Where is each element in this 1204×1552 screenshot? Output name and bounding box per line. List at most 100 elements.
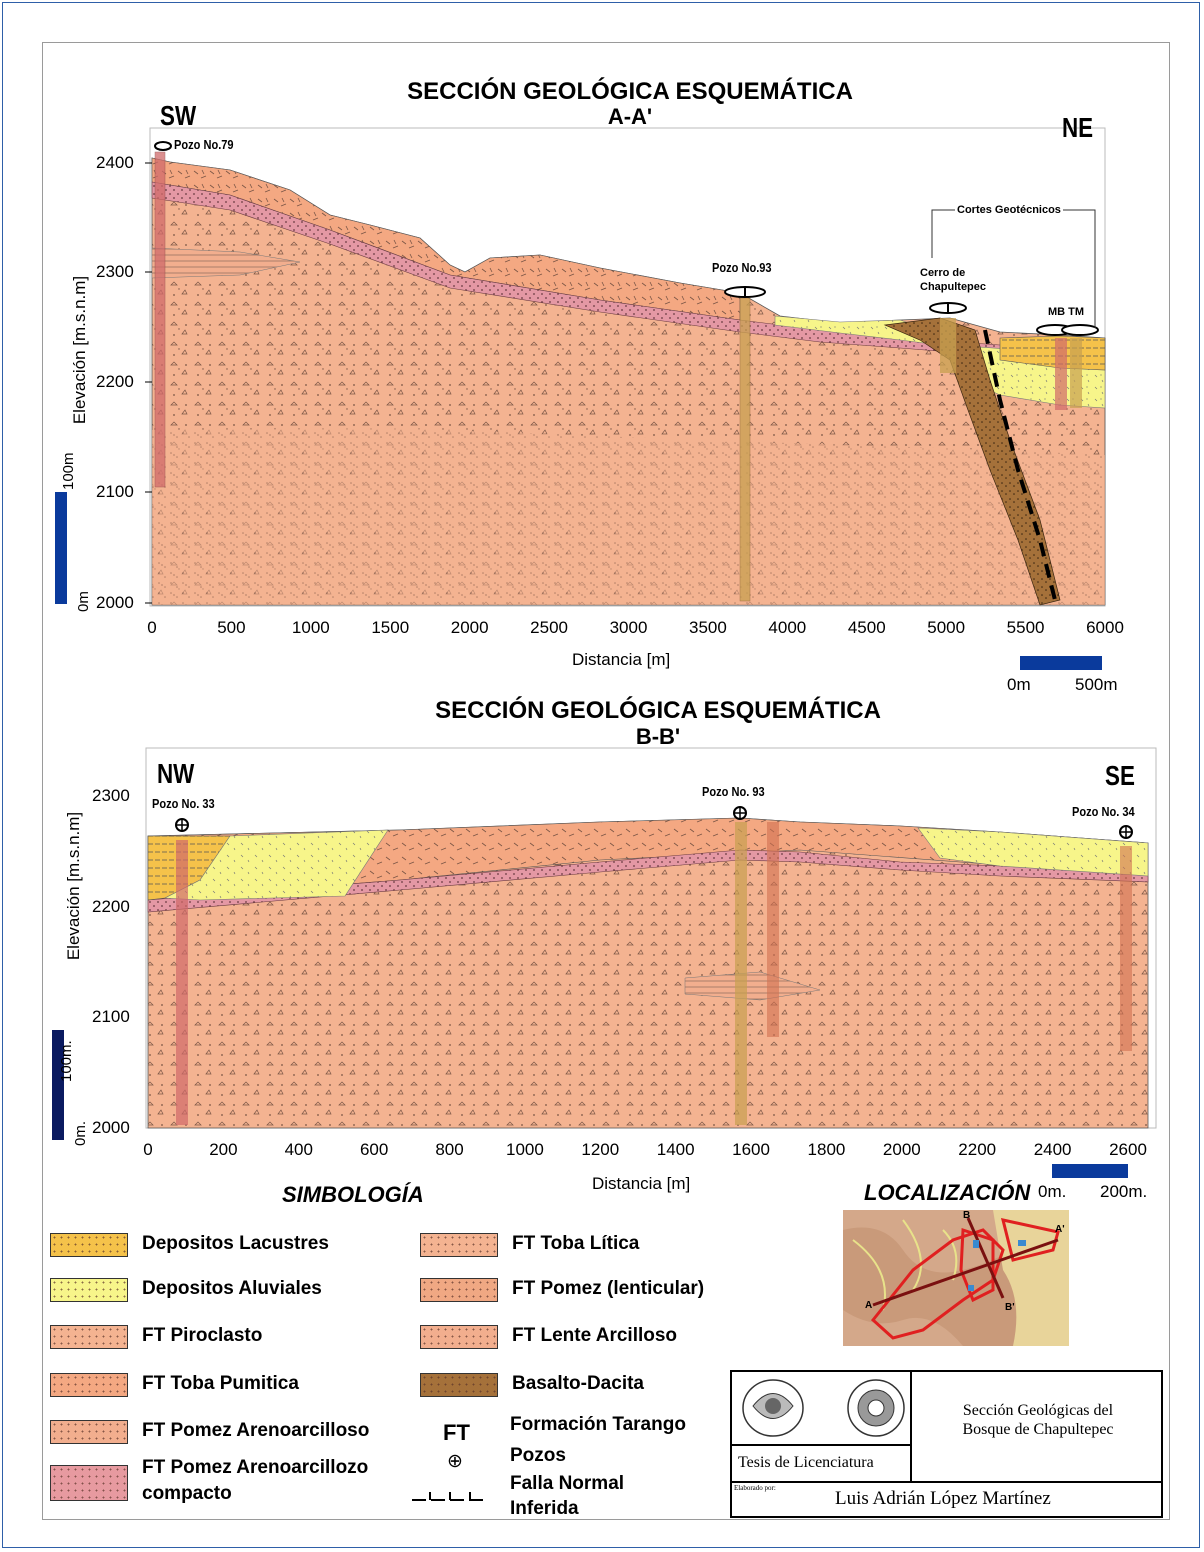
legend-swatch [50, 1465, 128, 1501]
well-label: Pozo No. 33 [152, 796, 215, 811]
section-a-ytick: 2300 [96, 262, 134, 281]
author-name: Luis Adrián López Martínez [835, 1488, 1051, 1509]
project-title: Sección Geológicas del [962, 1402, 1114, 1419]
location-heading: LOCALIZACIÓN [864, 1180, 1031, 1205]
svg-text:A: A [865, 1300, 872, 1311]
location-map: A B A' B' [843, 1210, 1069, 1346]
section-a-ytick: 2000 [96, 593, 134, 612]
legend-label: FT Pomez (lenticular) [512, 1278, 705, 1299]
legend-label: Basalto-Dacita [512, 1373, 644, 1394]
section-a-dir-left: SW [160, 100, 197, 131]
legend-swatch [50, 1420, 128, 1444]
section-b-xtick: 1000 [506, 1140, 544, 1159]
section-a-xtick: 2500 [530, 618, 568, 637]
section-a-title: SECCIÓN GEOLÓGICA ESQUEMÁTICA [407, 78, 853, 105]
section-b-ytick: 2300 [92, 786, 130, 805]
prepared-by-label: Elaborado por: [734, 1484, 776, 1492]
section-a-hscale-right: 500m [1075, 675, 1118, 694]
title-block-divider-h1 [730, 1444, 912, 1446]
section-a-xtick: 0 [147, 618, 157, 637]
section-b-vscale-bottom: 0m. [72, 1120, 89, 1146]
section-a-ytick: 2200 [96, 372, 134, 391]
section-a-dir-right: NE [1062, 112, 1094, 143]
svg-text:B': B' [1005, 1302, 1015, 1313]
section-b-dir-right: SE [1105, 760, 1135, 791]
legend-heading: SIMBOLOGÍA [282, 1182, 424, 1207]
section-b-ylabel: Elevación [m.s.n.m] [64, 811, 83, 961]
unam-logo [742, 1379, 804, 1437]
section-b-xtick: 400 [284, 1140, 313, 1159]
legend-label-2: compacto [142, 1483, 232, 1504]
section-b-xtick: 2200 [958, 1140, 997, 1159]
legend-swatch [50, 1325, 128, 1349]
degree-label: Tesis de Licenciatura [738, 1454, 874, 1471]
legend-swatch [50, 1233, 128, 1257]
section-b-xtick: 1200 [581, 1140, 620, 1159]
engineering-logo [847, 1379, 905, 1437]
section-a-hscale-left: 0m [1007, 675, 1031, 694]
section-b-vscale-top: 100m. [58, 1040, 75, 1082]
legend-swatch [420, 1278, 498, 1302]
section-a-xtick: 4500 [847, 618, 886, 637]
cortes-label: Cortes Geotécnicos [955, 204, 1063, 216]
section-b-hscale-right: 200m. [1100, 1182, 1148, 1201]
section-b-subtitle: B-B' [635, 724, 681, 749]
cerro-label-2: Chapultepec [920, 281, 987, 293]
fault-label-2: Inferida [510, 1498, 579, 1519]
well-label: Pozo No.93 [712, 260, 772, 275]
legend-label: Depositos Lacustres [142, 1233, 329, 1254]
section-b-title: SECCIÓN GEOLÓGICA ESQUEMÁTICA [435, 697, 881, 724]
section-b-xtick: 2600 [1109, 1140, 1147, 1159]
figure-frame [42, 42, 1170, 1520]
section-b-xtick: 1800 [807, 1140, 846, 1159]
section-a-xtick: 2000 [450, 618, 489, 637]
legend-label: FT Toba Pumitica [142, 1373, 299, 1394]
section-b-xtick: 200 [209, 1140, 238, 1159]
well-label: Pozo No.79 [174, 137, 234, 152]
section-a-profile [55, 127, 1106, 670]
section-b-xtick: 600 [359, 1140, 389, 1159]
legend-swatch [420, 1233, 498, 1257]
legend-label: Depositos Aluviales [142, 1278, 322, 1299]
ft-symbol: FT [443, 1420, 470, 1445]
title-block-divider-h2 [730, 1481, 1163, 1483]
legend-swatch [50, 1278, 128, 1302]
section-a-xtick: 5000 [927, 618, 966, 637]
fault-label: Falla Normal [510, 1473, 625, 1494]
section-b-ytick: 2100 [92, 1007, 130, 1026]
section-b-xlabel: Distancia [m] [592, 1174, 691, 1193]
well-label: Pozo No. 34 [1072, 804, 1135, 819]
section-a-xtick: 3500 [688, 618, 727, 637]
well-label: Pozo No. 93 [702, 784, 765, 799]
svg-text:A': A' [1055, 1224, 1065, 1235]
section-a-xtick: 1000 [291, 618, 330, 637]
legend-label: FT Pomez Arenoarcillozo [142, 1457, 369, 1478]
section-b-xtick: 2000 [882, 1140, 921, 1159]
section-a-xtick: 5500 [1006, 618, 1045, 637]
section-a-ytick: 2100 [96, 482, 134, 501]
section-a-xtick: 500 [217, 618, 246, 637]
section-b-xtick: 800 [435, 1140, 464, 1159]
section-b-ytick: 2200 [92, 897, 130, 916]
legend-swatch [420, 1373, 498, 1397]
section-b-hscale-left: 0m. [1038, 1182, 1067, 1201]
section-b-dir-left: NW [157, 758, 195, 789]
section-b-xtick: 2400 [1033, 1140, 1072, 1159]
section-b-ytick: 2000 [92, 1118, 130, 1137]
legend-label: FT Toba Lítica [512, 1233, 640, 1254]
title-block-divider-v [910, 1370, 912, 1482]
svg-text:B: B [963, 1210, 970, 1221]
project-title-2: Bosque de Chapultepec [962, 1421, 1114, 1438]
section-b-xtick: 1600 [732, 1140, 770, 1159]
section-b-xtick: 0 [143, 1140, 153, 1159]
section-a-xlabel: Distancia [m] [572, 650, 671, 669]
well-legend-label: Pozos [510, 1445, 566, 1466]
legend-label: FT Piroclasto [142, 1325, 263, 1346]
section-a-xtick: 1500 [371, 618, 410, 637]
ft-label: Formación Tarango [510, 1414, 686, 1435]
section-a-xtick: 6000 [1086, 618, 1124, 637]
section-a-subtitle: A-A' [607, 104, 653, 129]
section-b-xtick: 1400 [656, 1140, 695, 1159]
legend-label: FT Pomez Arenoarcilloso [142, 1420, 370, 1441]
